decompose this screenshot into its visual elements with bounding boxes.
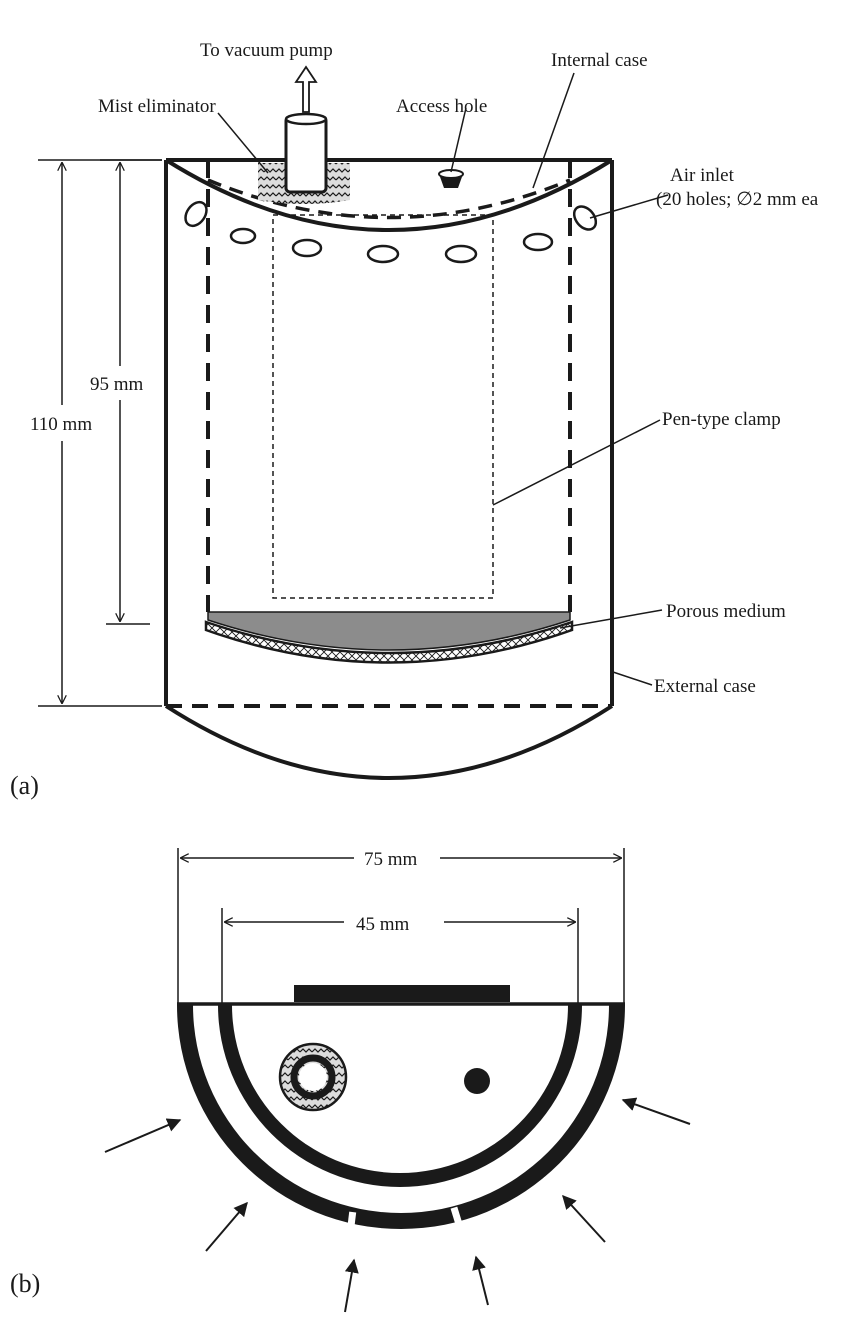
air-inlet-slot — [450, 1206, 466, 1236]
air-inlet-hole — [184, 200, 208, 228]
air-flow-arrow — [621, 1097, 691, 1125]
vacuum-tube-top — [284, 112, 328, 126]
air-inlet-label: Air inlet — [670, 165, 735, 186]
panel-b-label: (b) — [10, 1269, 40, 1298]
air-inlet-hole — [572, 205, 598, 231]
dimension-95mm-label: 95 mm — [90, 374, 144, 395]
air-flow-arrow — [472, 1255, 489, 1306]
inner-case-wall — [218, 1005, 582, 1187]
pen-type-clamp — [272, 214, 494, 599]
air-flow-arrow — [205, 1201, 248, 1252]
top-cap-arc — [164, 158, 614, 232]
air-inlet-slot — [539, 1176, 561, 1198]
dimension-75mm-label: 75 mm — [364, 849, 418, 870]
air-flow-arrow — [562, 1194, 606, 1243]
air-inlet-hole — [291, 238, 323, 258]
outer-case-wall — [177, 1005, 625, 1229]
air-inlet-hole — [522, 232, 554, 252]
panel-a-label: (a) — [10, 771, 39, 800]
vacuum-tube — [284, 115, 328, 194]
air-flow-arrow — [104, 1118, 182, 1153]
external-case — [164, 158, 614, 780]
access-hole-label: Access hole — [396, 96, 487, 117]
air-flow-arrows — [104, 1097, 691, 1313]
vacuum-pump-label: To vacuum pump — [200, 40, 333, 61]
air-flow-arrow — [344, 1258, 359, 1313]
mist-eliminator-label: Mist eliminator — [98, 96, 216, 117]
internal-case — [206, 160, 572, 612]
external-case-label: External case — [654, 676, 756, 697]
internal-case-top-arc — [207, 178, 571, 220]
access-hole-top-view — [464, 1068, 490, 1094]
air-inlet-detail-label: (20 holes; ∅2 mm ea — [656, 189, 819, 210]
leader-lines — [217, 72, 669, 686]
pen-clamp-label: Pen-type clamp — [662, 409, 781, 430]
air-inlet-slot — [182, 1118, 196, 1130]
panel-b: 75 mm 45 mm — [10, 843, 691, 1313]
porous-medium — [204, 611, 574, 664]
panel-a: 110 mm 95 mm To vacuum pump Mist elimina… — [10, 40, 819, 800]
air-inlet-slot — [247, 1181, 263, 1201]
air-inlet-hole — [366, 244, 400, 264]
air-inlet-holes — [184, 200, 598, 264]
vacuum-flow-arrow — [294, 65, 318, 113]
dimension-110mm-label: 110 mm — [30, 414, 92, 435]
air-inlet-slots — [182, 1109, 621, 1241]
porous-medium-label: Porous medium — [666, 601, 786, 622]
air-inlet-slot — [601, 1109, 621, 1121]
internal-case-label: Internal case — [551, 50, 648, 71]
dimension-45mm-label: 45 mm — [356, 914, 410, 935]
mist-eliminator-top-view — [278, 1042, 348, 1112]
air-inlet-hole — [229, 227, 257, 245]
air-inlet-slot — [345, 1211, 357, 1241]
air-inlet-hole — [444, 244, 478, 264]
clamp-bar — [294, 985, 510, 1002]
